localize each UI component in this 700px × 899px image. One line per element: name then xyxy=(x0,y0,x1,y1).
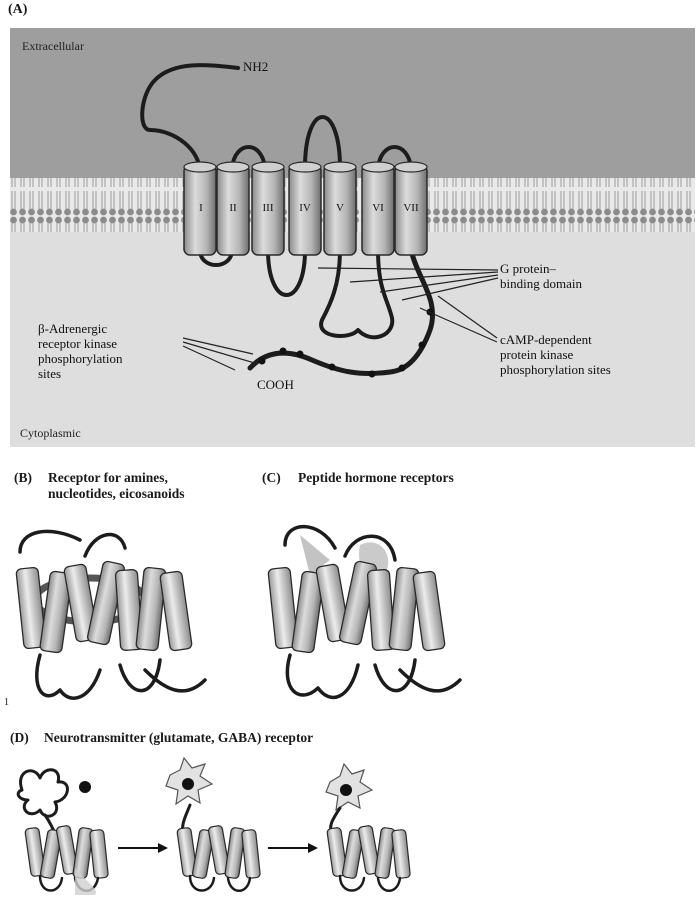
ligand-dot xyxy=(182,778,194,790)
helix-label-iii: III xyxy=(258,202,278,215)
extracellular-region xyxy=(10,28,695,178)
helix-cap xyxy=(395,162,427,172)
g-protein-binding-label: G protein– binding domain xyxy=(500,262,582,292)
ligand-dot xyxy=(340,784,352,796)
panel-b-title: Receptor for amines, nucleotides, eicosa… xyxy=(48,470,185,501)
panel-c-letter: (C) xyxy=(262,470,281,486)
helix-cap xyxy=(217,162,249,172)
panel-c-title: Peptide hormone receptors xyxy=(298,470,454,486)
extracellular-label: Extracellular xyxy=(22,40,84,54)
helix-label-vi: VI xyxy=(368,202,388,215)
cooh-label: COOH xyxy=(257,378,294,393)
camp-kinase-label: cAMP-dependent protein kinase phosphoryl… xyxy=(500,333,611,378)
helix-label-v: V xyxy=(332,202,348,215)
helix-label-vii: VII xyxy=(399,202,423,215)
helix-cap xyxy=(184,162,216,172)
helix-cap xyxy=(252,162,284,172)
panel-a-diagram xyxy=(10,28,695,447)
adrenergic-kinase-label: β-Adrenergic receptor kinase phosphoryla… xyxy=(38,322,123,382)
helix-label-i: I xyxy=(194,202,208,215)
panel-d-diagram xyxy=(18,758,410,895)
panel-a-letter: (A) xyxy=(8,2,27,18)
ligand-dot xyxy=(79,781,91,793)
panel-c-diagram xyxy=(268,527,460,698)
helix-label-iv: IV xyxy=(295,202,315,215)
stray-mark: 1 xyxy=(4,697,9,709)
helix-cap xyxy=(324,162,356,172)
panel-b-diagram xyxy=(16,531,205,698)
helix-label-ii: II xyxy=(225,202,241,215)
helix-cap xyxy=(289,162,321,172)
panel-d-title: Neurotransmitter (glutamate, GABA) recep… xyxy=(44,730,313,746)
panel-d-letter: (D) xyxy=(10,730,29,746)
helix-cap xyxy=(362,162,394,172)
panel-b-letter: (B) xyxy=(14,470,32,486)
nh2-label: NH2 xyxy=(243,60,268,75)
cytoplasmic-label: Cytoplasmic xyxy=(20,427,81,441)
